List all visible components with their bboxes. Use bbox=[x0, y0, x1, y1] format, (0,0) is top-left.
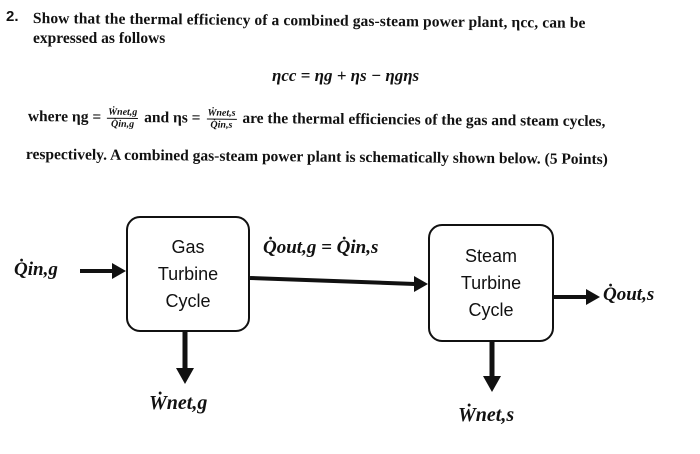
arrow-w-net-s bbox=[483, 342, 501, 392]
gas-box-line-3: Cycle bbox=[165, 290, 211, 311]
question-number: 2. bbox=[6, 8, 19, 25]
steam-box-line-2: Turbine bbox=[460, 272, 522, 293]
steam-box-line-1: Steam bbox=[464, 245, 518, 266]
gas-box-line-2: Turbine bbox=[157, 263, 219, 284]
steam-box-line-3: Cycle bbox=[468, 299, 514, 320]
arrow-w-net-g bbox=[176, 332, 194, 384]
gas-box-line-1: Gas bbox=[171, 236, 205, 257]
q-out-s-label: Q̇out,s bbox=[603, 284, 655, 305]
q-out-g-equals-q-in-s-label: Q̇out,g = Q̇in,s bbox=[263, 237, 379, 258]
arrow-gas-to-steam bbox=[249, 276, 428, 292]
q-in-g-label: Q̇in,g bbox=[14, 259, 58, 280]
question-text-line-2: expressed as follows bbox=[33, 30, 166, 47]
efficiency-equation: ηcc = ηg + ηs − ηgηs bbox=[272, 66, 420, 85]
arrow-q-in-g bbox=[80, 263, 126, 279]
w-net-g-label: Ẇnet,g bbox=[149, 392, 208, 414]
gas-turbine-cycle-box: Gas Turbine Cycle bbox=[126, 216, 250, 332]
steam-turbine-cycle-box: Steam Turbine Cycle bbox=[428, 224, 554, 342]
arrow-q-out-s bbox=[554, 289, 600, 305]
w-net-s-label: Ẇnet,s bbox=[458, 404, 515, 426]
